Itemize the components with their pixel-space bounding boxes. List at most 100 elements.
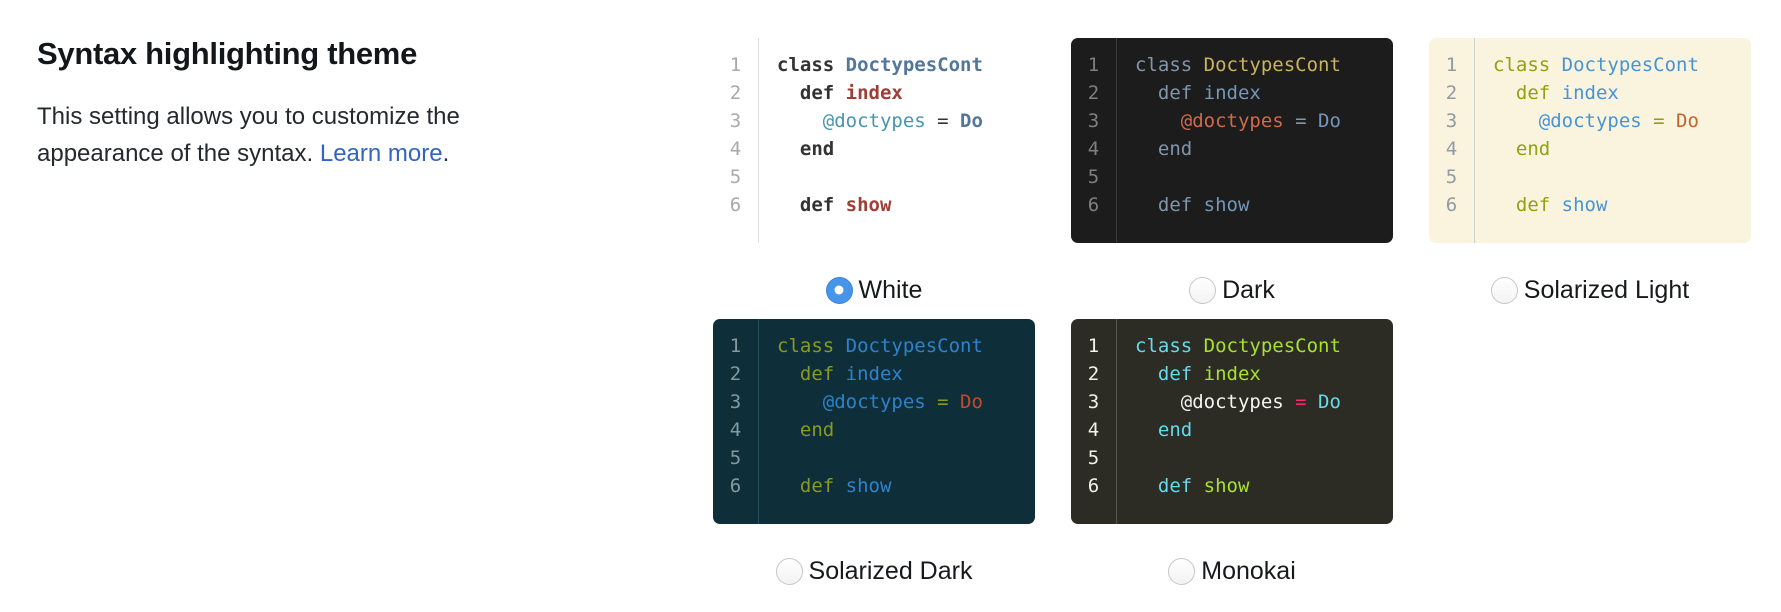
code-line: def show (1135, 191, 1393, 219)
code-token-method: show (1561, 194, 1608, 216)
line-number: 3 (729, 110, 742, 132)
code-line (777, 444, 1035, 472)
code-token-ivar: @doctypes (1135, 391, 1284, 413)
code-token-method: show (1203, 475, 1250, 497)
code-line: def show (1493, 191, 1751, 219)
code-line: def index (1135, 360, 1393, 388)
code-sample: class DoctypesCont def index @doctypes =… (1117, 319, 1393, 524)
code-token-constant: Do (1318, 391, 1341, 413)
code-line: def index (777, 360, 1035, 388)
line-number: 1 (729, 54, 742, 76)
theme-radio-label-dark[interactable]: Dark (1222, 275, 1275, 304)
code-line: def show (777, 472, 1035, 500)
settings-section-text: Syntax highlighting theme This setting a… (37, 36, 547, 172)
code-token-method: index (1203, 363, 1261, 385)
line-number: 3 (729, 391, 742, 413)
code-token-constant: Do (1676, 110, 1699, 132)
code-line: class DoctypesCont (1135, 51, 1393, 79)
line-number: 5 (1087, 166, 1100, 188)
theme-radio-solarized-light[interactable] (1490, 276, 1518, 304)
line-number: 4 (729, 419, 742, 441)
code-token-keyword: def (777, 82, 846, 104)
learn-more-link[interactable]: Learn more (319, 140, 443, 167)
code-line: end (777, 135, 1035, 163)
code-token-keyword: end (777, 138, 835, 160)
code-line: def show (777, 191, 1035, 219)
page-title: Syntax highlighting theme (37, 36, 418, 71)
theme-radio-label-monokai[interactable]: Monokai (1201, 556, 1296, 585)
theme-radio-solarized-dark[interactable] (775, 557, 803, 585)
code-token-keyword: end (1135, 419, 1193, 441)
theme-radio-label-white[interactable]: White (858, 275, 923, 304)
code-token-keyword: end (777, 419, 835, 441)
code-sample: class DoctypesCont def index @doctypes =… (759, 319, 1035, 524)
line-number: 5 (729, 447, 742, 469)
code-token-keyword: class (1135, 335, 1204, 357)
code-line: @doctypes = Do (1135, 107, 1393, 135)
code-token-class_name: DoctypesCont (1203, 335, 1341, 357)
theme-radio-label-solarized-light[interactable]: Solarized Light (1523, 275, 1690, 304)
line-number: 3 (1087, 110, 1100, 132)
code-token-class_name: DoctypesCont (845, 335, 983, 357)
theme-radio-label-solarized-dark[interactable]: Solarized Dark (808, 556, 973, 585)
code-line: class DoctypesCont (777, 51, 1035, 79)
section-description: This setting allows you to customize the… (37, 98, 547, 172)
code-line: end (1493, 135, 1751, 163)
code-token-method: index (1203, 82, 1261, 104)
description-period: . (442, 140, 450, 167)
code-token-class_name: DoctypesCont (845, 54, 983, 76)
code-line: class DoctypesCont (1493, 51, 1751, 79)
code-token-keyword: def (1135, 475, 1204, 497)
code-line (1493, 163, 1751, 191)
code-token-method: show (845, 475, 892, 497)
code-line: end (777, 416, 1035, 444)
code-line: class DoctypesCont (777, 332, 1035, 360)
code-token-operator: = (925, 391, 961, 413)
theme-choice-solarized-light: Solarized Light (1490, 275, 1690, 305)
code-line: end (1135, 416, 1393, 444)
line-number: 2 (1087, 82, 1100, 104)
line-number: 1 (1445, 54, 1458, 76)
code-token-operator: = (1283, 391, 1319, 413)
theme-radio-dark[interactable] (1189, 276, 1217, 304)
code-token-keyword: class (1135, 54, 1204, 76)
code-line: def index (1135, 79, 1393, 107)
description-text: This setting allows you to customize the… (37, 103, 460, 167)
line-number: 1 (1087, 335, 1100, 357)
theme-choice-white: White (825, 275, 923, 305)
code-token-ivar: @doctypes (1135, 110, 1284, 132)
code-token-constant: Do (1318, 110, 1341, 132)
line-number: 6 (1445, 194, 1458, 216)
code-token-keyword: def (1135, 363, 1204, 385)
line-number: 5 (729, 166, 742, 188)
code-line: @doctypes = Do (1493, 107, 1751, 135)
line-number: 6 (729, 475, 742, 497)
code-token-keyword: end (1135, 138, 1193, 160)
code-line: class DoctypesCont (1135, 332, 1393, 360)
line-number: 4 (1445, 138, 1458, 160)
code-token-keyword: class (777, 335, 846, 357)
theme-radio-white[interactable] (825, 276, 853, 304)
code-token-operator: = (1641, 110, 1677, 132)
code-token-keyword: def (1493, 194, 1562, 216)
code-line (1135, 444, 1393, 472)
theme-radio-monokai[interactable] (1168, 557, 1196, 585)
code-token-operator: = (1283, 110, 1319, 132)
code-token-ivar: @doctypes (1493, 110, 1642, 132)
code-token-keyword: class (1493, 54, 1562, 76)
line-number: 6 (729, 194, 742, 216)
code-token-ivar: @doctypes (777, 110, 926, 132)
code-token-operator: = (925, 110, 961, 132)
